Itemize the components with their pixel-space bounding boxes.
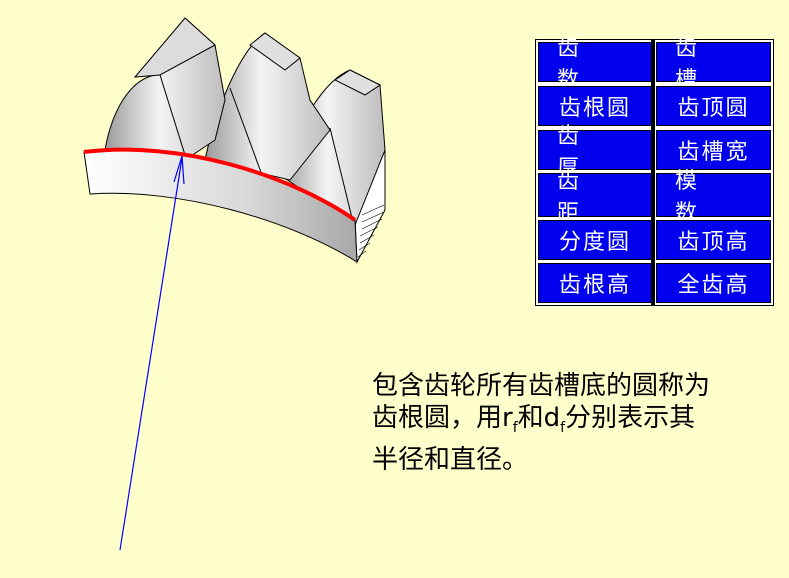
definition-line-1: 包含齿轮所有齿槽底的圆称为: [372, 371, 711, 401]
line2-mid: 和d: [517, 403, 561, 433]
gear-terms-table: 齿 数齿 槽齿根圆齿顶圆齿 厚齿槽宽齿 距模 数分度圆齿顶高齿根高全齿高: [535, 36, 774, 306]
radius-pointer-arrowhead: [173, 155, 185, 185]
tooth-1-top: [133, 17, 216, 78]
term-button[interactable]: 齿顶圆: [656, 86, 771, 126]
tooth-2-top: [249, 32, 301, 71]
subscript-f-2: f: [560, 420, 566, 437]
line2-suffix: 分别表示其: [565, 403, 696, 433]
term-button[interactable]: 齿根高: [538, 263, 652, 303]
term-button[interactable]: 全齿高: [656, 263, 771, 303]
tooth-3-top: [334, 69, 381, 96]
definition-text: 包含齿轮所有齿槽底的圆称为 齿根圆，用rf和df分别表示其 半径和直径。: [372, 370, 772, 476]
term-button[interactable]: 齿 距: [538, 169, 652, 226]
term-button[interactable]: 齿根圆: [538, 86, 652, 126]
term-button[interactable]: 齿 厚: [538, 124, 652, 181]
subscript-f-1: f: [512, 420, 518, 437]
definition-line-3: 半径和直径。: [372, 445, 529, 476]
radius-pointer-line: [119, 157, 183, 551]
tooth-2-edge: [229, 87, 263, 176]
table-divider: [651, 39, 655, 306]
term-button[interactable]: 齿顶高: [656, 220, 771, 260]
definition-line-2: 齿根圆，用rf和df分别表示其: [372, 402, 772, 444]
term-button[interactable]: 齿 槽: [656, 36, 771, 93]
term-button[interactable]: 模 数: [656, 169, 771, 226]
side-hatching: [357, 204, 385, 258]
line2-prefix: 齿根圆，用r: [372, 403, 513, 433]
term-button[interactable]: 分度圆: [538, 220, 652, 260]
term-button[interactable]: 齿槽宽: [656, 130, 771, 170]
tooth-3-edge: [329, 127, 353, 219]
root-circle-arc: [83, 147, 357, 222]
term-button[interactable]: 齿 数: [538, 36, 652, 93]
tooth-1-edge: [159, 74, 186, 156]
